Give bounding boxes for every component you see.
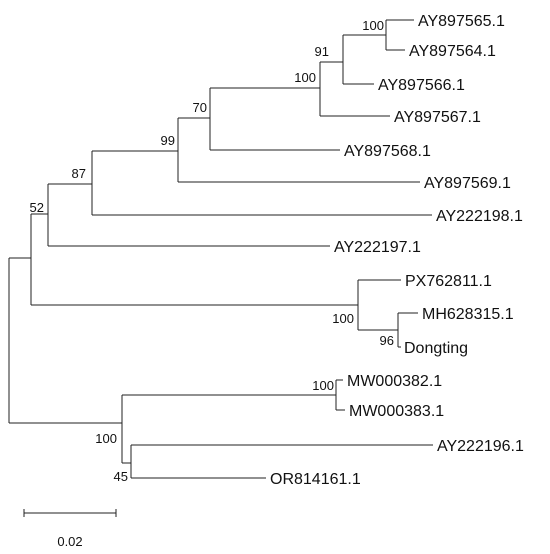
support-value: 91: [315, 44, 329, 59]
taxon-label: MW000382.1: [347, 373, 442, 390]
support-values: 100 91 100 70 99 87 52 100 96 100 100 45: [30, 18, 394, 484]
taxon-label: AY897569.1: [424, 175, 511, 192]
support-value: 70: [193, 100, 207, 115]
support-value: 100: [332, 311, 354, 326]
support-value: 100: [362, 18, 384, 33]
scale-bar: 0.02: [23, 509, 117, 549]
branch-n52-to-n100c: [31, 280, 359, 330]
taxon-label: OR814161.1: [270, 471, 361, 488]
scale-bar-line: [23, 509, 117, 517]
branch-n100d-to-n100e: [122, 380, 337, 410]
branch-n91-to-n100a: [320, 35, 344, 84]
support-value: 100: [294, 70, 316, 85]
taxon-label: MH628315.1: [422, 306, 514, 323]
support-value: 96: [380, 333, 394, 348]
support-value: 45: [114, 469, 128, 484]
branch-n70-to-n100b: [178, 88, 211, 150]
taxon-label: PX762811.1: [405, 273, 492, 290]
taxon-label: AY897568.1: [344, 143, 431, 160]
tree-branches: [8, 19, 433, 479]
branch-root-to-n52: [9, 214, 32, 305]
taxon-label: Dongting: [404, 340, 468, 357]
support-value: 52: [30, 200, 44, 215]
branch-n87-to-n99: [48, 151, 93, 215]
branch-n99-to-n70: [92, 118, 179, 182]
taxon-label: AY897566.1: [378, 77, 465, 94]
taxon-label: AY222197.1: [334, 239, 421, 256]
support-value: 87: [72, 166, 86, 181]
branch-n100b-to-n91: [210, 62, 321, 116]
branch-n100d-to-n45: [122, 445, 132, 478]
taxon-labels: AY897565.1 AY897564.1 AY897566.1 AY89756…: [270, 13, 524, 488]
taxon-label: AY897565.1: [418, 13, 505, 30]
branch-n52-to-n87: [31, 184, 49, 246]
scale-bar-label: 0.02: [57, 534, 82, 549]
taxon-label: AY222196.1: [437, 438, 524, 455]
branch-n100c-to-n96: [358, 313, 399, 347]
support-value: 100: [95, 431, 117, 446]
taxon-label: AY897564.1: [409, 43, 496, 60]
support-value: 99: [161, 133, 175, 148]
taxon-label: AY222198.1: [436, 208, 523, 225]
support-value: 100: [312, 378, 334, 393]
branch-root-to-n100d: [9, 395, 123, 463]
branch-n100a-to-tips: [343, 20, 387, 50]
taxon-label: AY897567.1: [394, 109, 481, 126]
taxon-label: MW000383.1: [349, 403, 444, 420]
